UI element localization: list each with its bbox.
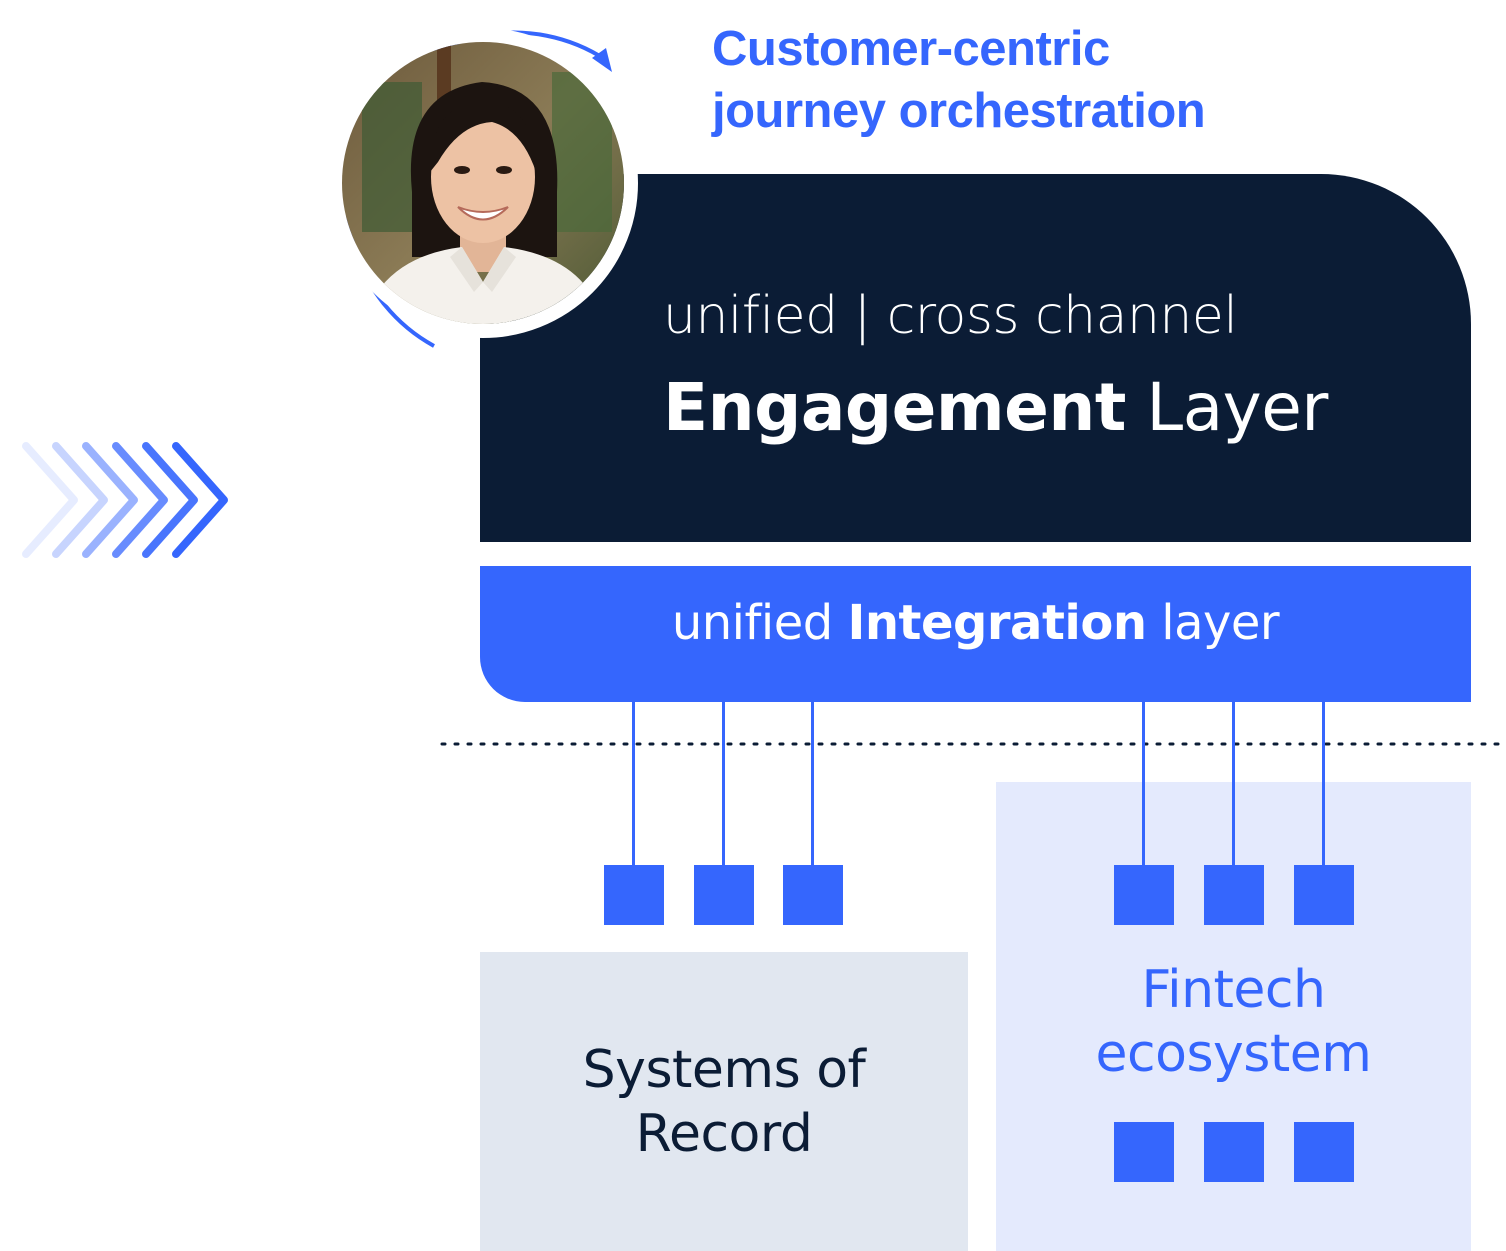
integration-layer-label: unified Integration layer bbox=[671, 595, 1280, 651]
connector-wire bbox=[811, 702, 814, 866]
systems-of-record-box: Systems of Record bbox=[480, 952, 968, 1251]
connector-node-icon bbox=[1114, 865, 1174, 925]
connector-node-icon bbox=[783, 865, 843, 925]
fintech-node-icon bbox=[1114, 1122, 1174, 1182]
chevrons-right-icon bbox=[22, 442, 228, 558]
integration-label-prefix: unified bbox=[671, 595, 848, 651]
integration-label-suffix: layer bbox=[1146, 595, 1280, 651]
heading-line-1: Customer-centric bbox=[712, 22, 1110, 76]
connector-node-icon bbox=[694, 865, 754, 925]
diagram-heading: Customer-centric journey orchestration bbox=[712, 18, 1472, 142]
engagement-layer-block bbox=[480, 174, 1471, 542]
integration-layer-block: unified Integration layer bbox=[480, 566, 1471, 702]
fintech-node-icon bbox=[1204, 1122, 1264, 1182]
connector-node-icon bbox=[1294, 865, 1354, 925]
connector-node-icon bbox=[604, 865, 664, 925]
sor-line-1: Systems of bbox=[582, 1039, 866, 1100]
engagement-layer-title: Engagement Layer bbox=[663, 370, 1328, 446]
engagement-title-rest: Layer bbox=[1125, 369, 1328, 446]
engagement-layer-subtitle: unified | cross channel bbox=[663, 286, 1238, 346]
connector-wire bbox=[1232, 702, 1235, 866]
connector-wire bbox=[1142, 702, 1145, 866]
connector-wire bbox=[722, 702, 725, 866]
connector-wire bbox=[1322, 702, 1325, 866]
dotted-divider bbox=[440, 742, 1506, 746]
connector-node-icon bbox=[1204, 865, 1264, 925]
sor-line-2: Record bbox=[635, 1103, 813, 1164]
portrait-photo bbox=[328, 28, 638, 338]
heading-line-2: journey orchestration bbox=[712, 84, 1206, 138]
connector-wire bbox=[632, 702, 635, 866]
engagement-title-bold: Engagement bbox=[663, 369, 1126, 446]
fintech-line-1: Fintech bbox=[1141, 960, 1326, 1020]
fintech-ecosystem-label: Fintech ecosystem bbox=[996, 958, 1471, 1086]
systems-of-record-label: Systems of Record bbox=[583, 1038, 866, 1166]
fintech-line-2: ecosystem bbox=[1095, 1024, 1372, 1084]
integration-label-bold: Integration bbox=[847, 595, 1147, 651]
fintech-node-icon bbox=[1294, 1122, 1354, 1182]
portrait-illustration bbox=[342, 42, 624, 324]
